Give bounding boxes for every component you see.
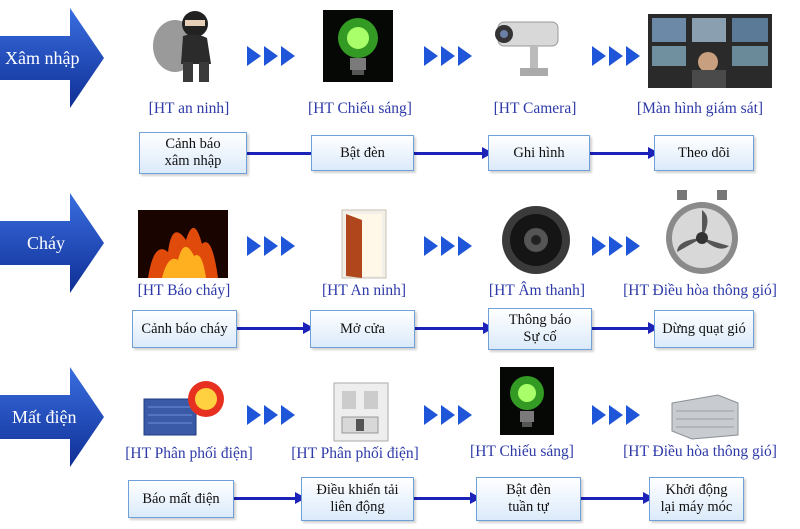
progression-arrows [424,405,472,425]
progression-arrows [247,236,295,256]
system-caption: [HT an ninh] [148,100,230,117]
scenario-row-fire: Cháy [HT Báo cháy] [HT An ninh] [HT Âm t… [0,180,800,355]
action-box: Thông báo Sự cố [488,308,592,350]
system-caption: [HT Phân phối điện] [291,445,419,462]
flow-line [580,497,644,500]
flow-arrowhead [643,492,654,504]
flow-arrowhead [470,492,481,504]
system-caption: [HT Camera] [493,100,577,117]
flow-line [233,497,296,500]
ventilation-fan-icon [666,190,738,274]
progression-arrows [247,405,295,425]
action-box: Theo dõi [654,135,754,171]
flow-line [246,152,312,155]
open-door-icon [341,209,387,279]
progression-arrows [592,46,640,66]
system-caption: [Màn hình giám sát] [636,100,764,117]
scenario-row-intrusion: Xâm nhập [HT an ninh] [HT Chiếu sáng] [H… [0,0,800,180]
scenario-row-power-outage: Mất điện [HT Phân phối điện] [HT Phân ph… [0,355,800,529]
circuit-breaker-icon [333,382,389,442]
action-box: Điều khiển tải liên động [301,477,414,521]
speaker-icon [502,206,570,274]
system-caption: [HT Chiếu sáng] [308,100,412,117]
flow-line [236,327,304,330]
flow-line [589,152,649,155]
progression-arrows [424,236,472,256]
hvac-unit-icon [671,394,739,440]
system-caption: [HT Điều hòa thông gió] [623,282,777,299]
flow-line [413,497,471,500]
green-bulb-icon [500,367,554,435]
action-box: Cảnh báo cháy [132,310,237,348]
system-caption: [HT Điều hòa thông gió] [623,443,777,460]
trigger-arrow-fire [0,193,104,293]
progression-arrows [592,405,640,425]
system-caption: [HT Chiếu sáng] [470,443,574,460]
trigger-label: Cháy [27,233,65,253]
trigger-label: Xâm nhập [5,48,80,68]
action-box: Bật đèn [311,135,414,171]
system-caption: [HT An ninh] [321,282,407,299]
action-box: Khởi động lại máy móc [649,477,744,521]
flow-arrowhead [295,492,306,504]
action-box: Dừng quạt gió [654,310,754,348]
action-box: Báo mất điện [128,480,234,518]
flow-arrowhead [648,322,659,334]
cctv-camera-icon [495,21,559,76]
flow-arrowhead [482,147,493,159]
action-box: Ghi hình [488,135,590,171]
trigger-arrow-power-outage [0,367,104,467]
power-distribution-icon [143,381,224,436]
flow-line [413,152,483,155]
action-box: Cảnh báo xâm nhập [139,132,247,174]
fire-icon [138,210,228,278]
flow-arrowhead [648,147,659,159]
trigger-arrow-intrusion [0,8,104,108]
system-caption: [HT Âm thanh] [488,282,586,299]
action-box: Mở cửa [310,310,415,348]
trigger-label: Mất điện [12,407,77,427]
monitoring-room-icon [648,14,772,88]
flow-line [591,327,649,330]
system-caption: [HT Báo cháy] [137,282,231,299]
green-bulb-icon [323,10,393,82]
action-box: Bật đèn tuần tự [476,477,581,521]
progression-arrows [592,236,640,256]
thief-icon [153,11,211,82]
flow-line [414,327,484,330]
flow-arrowhead [303,322,314,334]
progression-arrows [424,46,472,66]
progression-arrows [247,46,295,66]
system-caption: [HT Phân phối điện] [125,445,253,462]
